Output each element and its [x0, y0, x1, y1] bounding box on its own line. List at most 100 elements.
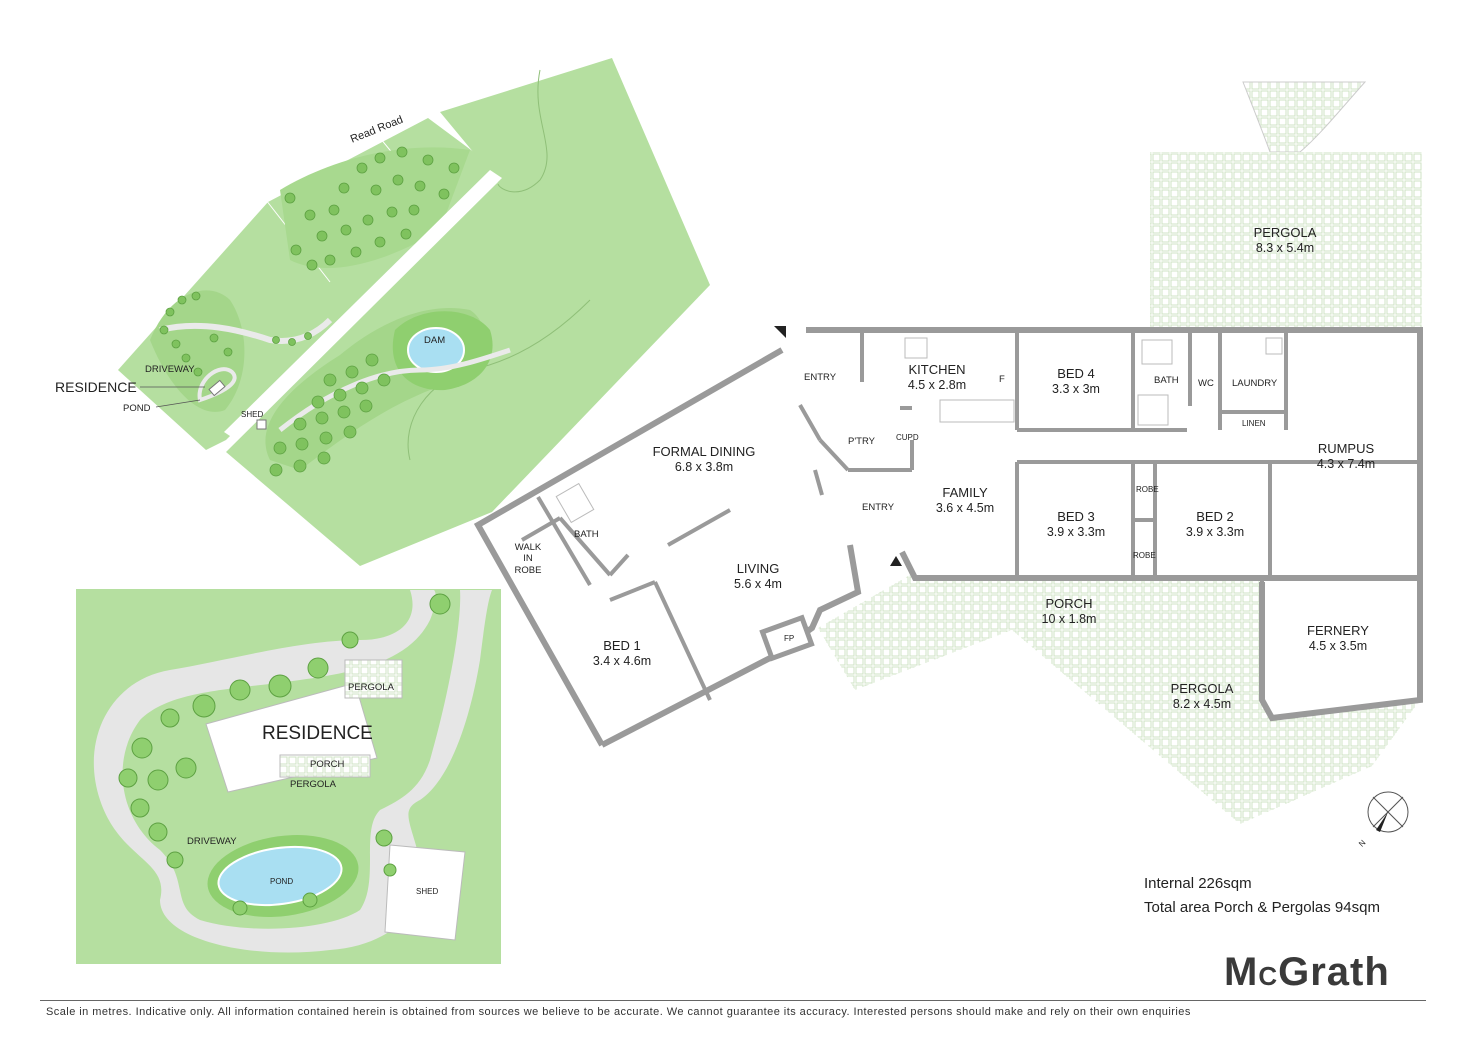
label-walk: WALK	[515, 542, 542, 553]
porch-pergola-area	[818, 575, 1420, 824]
room-pergola-top-name: PERGOLA	[1254, 225, 1317, 240]
bath-shower	[1137, 394, 1169, 426]
detail-pergola-label: PERGOLA	[290, 779, 337, 790]
label-entry-side: ENTRY	[862, 502, 895, 513]
walls	[473, 327, 1423, 748]
wall-outer-top	[806, 327, 1423, 581]
brand-m: M	[1224, 950, 1259, 994]
label-wc: WC	[1198, 378, 1214, 389]
fireplace	[759, 614, 815, 662]
entry-arrow-top	[774, 326, 786, 338]
room-fernery-name: FERNERY	[1307, 623, 1369, 638]
brand-c: C	[1258, 961, 1279, 991]
room-formal-dining-name: FORMAL DINING	[653, 444, 756, 459]
room-kitchen-name: KITCHEN	[908, 362, 965, 377]
brand-logo: MCGrath	[1224, 950, 1390, 995]
site-contour-line	[497, 69, 548, 193]
disclaimer-text: Scale in metres. Indicative only. All in…	[46, 1006, 1191, 1018]
room-bed4-name: BED 4	[1057, 366, 1095, 381]
label-robe-bottom: ROBE	[1133, 551, 1156, 560]
room-living-name: LIVING	[737, 561, 780, 576]
room-rumpus-name: RUMPUS	[1318, 441, 1375, 456]
room-bed1-dims: 3.4 x 4.6m	[593, 654, 651, 668]
laundry-tub	[1265, 337, 1283, 355]
detail-driveway-label: DRIVEWAY	[187, 836, 237, 847]
room-pergola-top-dims: 8.3 x 5.4m	[1256, 241, 1314, 255]
detail-plan: RESIDENCE PERGOLA PORCH PERGOLA DRIVEWAY…	[76, 589, 501, 964]
detail-porch	[279, 754, 371, 778]
label-fridge: F	[999, 374, 1005, 385]
room-fernery-dims: 4.5 x 3.5m	[1309, 639, 1367, 653]
brand-rest: Grath	[1278, 950, 1390, 994]
room-pergola-bottom-dims: 8.2 x 4.5m	[1173, 697, 1231, 711]
pond-leader	[155, 399, 201, 408]
room-family-name: FAMILY	[942, 485, 988, 500]
dam-water	[407, 327, 465, 373]
room-labels: PERGOLA 8.3 x 5.4m KITCHEN 4.5 x 2.8m BE…	[515, 225, 1376, 711]
wall-porch-line	[899, 550, 1262, 581]
wall-fernery	[1259, 580, 1423, 722]
wall-outer-bottom-left	[600, 544, 862, 748]
room-bed3-name: BED 3	[1057, 509, 1095, 524]
entry-arrow-side	[890, 556, 902, 566]
label-fireplace: FP	[784, 634, 794, 643]
internal-area-text: Internal 226sqm	[1144, 875, 1252, 892]
detail-pergola-top-label: PERGOLA	[348, 682, 395, 693]
total-area-text: Total area Porch & Pergolas 94sqm	[1144, 899, 1380, 916]
room-bed4-dims: 3.3 x 3m	[1052, 382, 1100, 396]
dam-label: DAM	[424, 335, 445, 346]
compass-icon: N	[1357, 791, 1409, 849]
label-cupboard: CUPD	[896, 433, 919, 442]
room-formal-dining-dims: 6.8 x 3.8m	[675, 460, 733, 474]
room-porch-name: PORCH	[1046, 596, 1093, 611]
bath-shower-left	[555, 482, 595, 524]
detail-porch-label: PORCH	[310, 759, 344, 770]
room-family-dims: 3.6 x 4.5m	[936, 501, 994, 515]
label-robe-top: ROBE	[1136, 485, 1159, 494]
compass-north-label: N	[1357, 838, 1368, 849]
room-kitchen-dims: 4.5 x 2.8m	[908, 378, 966, 392]
floor-plan: PERGOLA 8.3 x 5.4m KITCHEN 4.5 x 2.8m BE…	[473, 81, 1423, 849]
kitchen-stove	[904, 337, 928, 359]
label-bath-left: BATH	[574, 529, 599, 540]
site-residence-label: RESIDENCE	[55, 379, 137, 395]
room-bed2-name: BED 2	[1196, 509, 1234, 524]
room-pergola-bottom-name: PERGOLA	[1171, 681, 1234, 696]
label-laundry: LAUNDRY	[1232, 378, 1278, 389]
trees	[159, 146, 460, 477]
label-entry-top: ENTRY	[804, 372, 837, 383]
kitchen-bench	[939, 399, 1015, 423]
detail-pergola-top	[344, 659, 403, 699]
bath-fixture-top	[1141, 339, 1173, 365]
label-robe-walkin: ROBE	[515, 565, 542, 576]
detail-pond-label: POND	[270, 877, 293, 886]
dining-table	[667, 508, 731, 547]
footer-divider	[40, 1000, 1426, 1001]
room-bed3-dims: 3.9 x 3.3m	[1047, 525, 1105, 539]
site-driveway-label: DRIVEWAY	[145, 364, 195, 375]
site-shed	[256, 419, 267, 430]
detail-trees	[118, 593, 451, 916]
pergola-top-area	[1150, 152, 1422, 328]
room-porch-dims: 10 x 1.8m	[1042, 612, 1097, 626]
detail-shed-label: SHED	[416, 887, 438, 896]
steps-top	[1242, 81, 1367, 153]
driveway-path	[159, 317, 333, 344]
site-pond-label: POND	[123, 403, 151, 414]
site-residence-footprint	[208, 379, 226, 397]
read-road	[224, 170, 502, 440]
label-in: IN	[523, 553, 533, 564]
site-shed-label: SHED	[241, 410, 263, 419]
label-bath-top: BATH	[1154, 375, 1179, 386]
site-plan: Read Road RESIDENCE DRIVEWAY POND SHED D…	[55, 58, 710, 566]
interior-walls	[520, 332, 1420, 701]
label-pantry: P'TRY	[848, 436, 876, 447]
driveway-loop	[197, 367, 237, 403]
room-bed2-dims: 3.9 x 3.3m	[1186, 525, 1244, 539]
wall-outer-left	[473, 347, 784, 747]
detail-pond	[217, 845, 343, 907]
room-rumpus-dims: 4.3 x 7.4m	[1317, 457, 1375, 471]
detail-residence-label: RESIDENCE	[262, 723, 373, 744]
room-bed1-name: BED 1	[603, 638, 641, 653]
